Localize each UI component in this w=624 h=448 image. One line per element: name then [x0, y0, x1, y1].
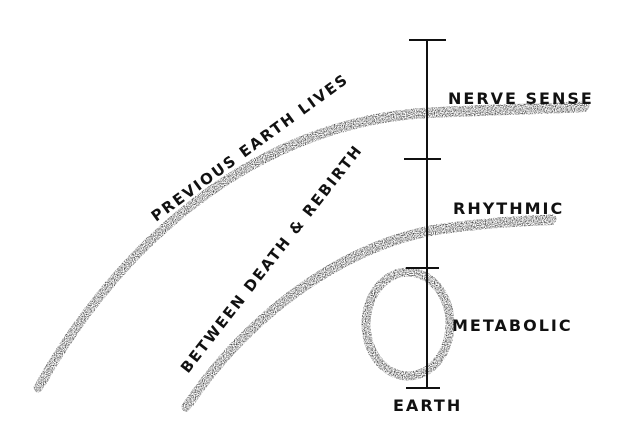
label-earth: EARTH — [393, 396, 462, 415]
label-rhythmic: RHYTHMIC — [453, 199, 564, 218]
label-nerve-sense: NERVE SENSE — [448, 89, 594, 108]
label-metabolic: METABOLIC — [452, 316, 573, 335]
outer-arc — [33, 101, 590, 393]
metabolic-circle — [361, 267, 455, 381]
vertical-axis — [404, 39, 446, 389]
inner-arc — [181, 214, 557, 412]
